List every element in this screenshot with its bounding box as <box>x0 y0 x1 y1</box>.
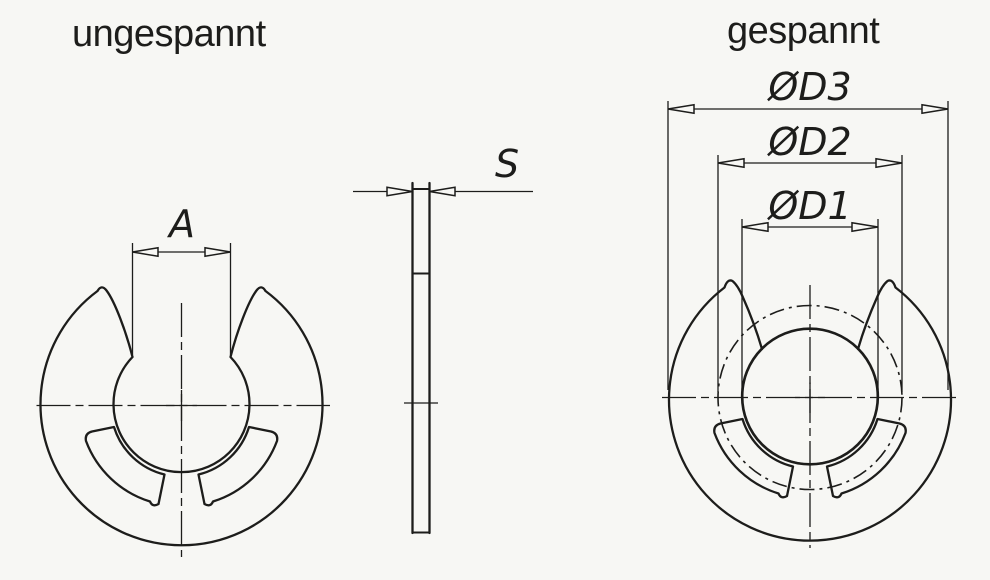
eclip-slot-right-sprung <box>825 417 907 499</box>
arrowhead <box>921 103 949 115</box>
center-cross <box>166 390 197 421</box>
eclip-slot-right <box>197 425 279 507</box>
arrowhead <box>717 157 745 169</box>
dimension-label-d1: ØD1 <box>768 184 852 228</box>
arrowhead <box>741 221 769 233</box>
eclip-outline-sprung <box>667 279 953 542</box>
dimension-label-d3: ØD3 <box>768 65 852 109</box>
arrowhead <box>667 103 695 115</box>
arrowhead <box>851 221 879 233</box>
sprung-view-linework <box>662 101 958 548</box>
arrowhead <box>429 186 456 197</box>
eclip-slot-left-sprung <box>713 417 795 499</box>
arrowhead <box>386 186 413 197</box>
arrowhead <box>204 246 231 258</box>
dimension-label-d2: ØD2 <box>768 120 852 164</box>
center-cross <box>795 382 825 413</box>
title-sprung: gespannt <box>727 10 880 52</box>
side-view-linework <box>353 181 533 535</box>
dimension-label-s: S <box>494 142 520 186</box>
unsprung-view-linework <box>36 243 330 557</box>
eclip-outline <box>39 286 324 547</box>
arrowhead <box>132 246 159 258</box>
dimension-label-a: A <box>169 202 195 246</box>
title-unsprung: ungespannt <box>72 13 266 55</box>
eclip-slot-left <box>84 425 166 507</box>
arrowhead <box>875 157 903 169</box>
